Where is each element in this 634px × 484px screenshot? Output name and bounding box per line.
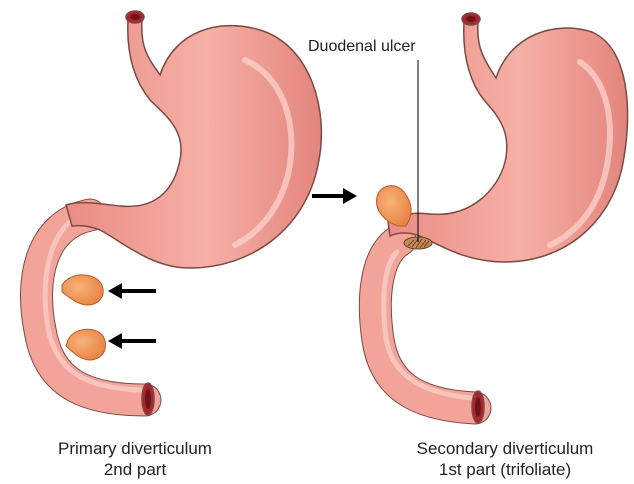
left-diverticulum-upper	[62, 275, 103, 305]
right-diverticulum	[377, 186, 412, 226]
left-arrow-icon	[108, 283, 156, 299]
right-esophagus-inner	[466, 16, 476, 22]
left-arrow-icon	[108, 333, 156, 349]
left-caption-line2: 2nd part	[10, 459, 260, 480]
left-stomach-body	[66, 20, 321, 268]
right-caption-line1: Secondary diverticulum	[380, 438, 630, 459]
left-caption-line1: Primary diverticulum	[10, 438, 260, 459]
left-caption: Primary diverticulum 2nd part	[10, 438, 260, 480]
ulcer-label: Duodenal ulcer	[308, 38, 416, 56]
right-arrow-icon	[312, 188, 357, 204]
right-stomach	[375, 13, 627, 423]
right-caption-line2: 1st part (trifoliate)	[380, 459, 630, 480]
left-stomach	[37, 11, 322, 415]
left-esophagus-inner	[130, 14, 140, 20]
left-duodenum-lumen-inner	[145, 389, 151, 409]
right-stomach-body	[388, 22, 628, 262]
right-caption: Secondary diverticulum 1st part (trifoli…	[380, 438, 630, 480]
left-diverticulum-lower	[66, 329, 106, 360]
right-duodenum-lumen-inner	[475, 397, 481, 417]
